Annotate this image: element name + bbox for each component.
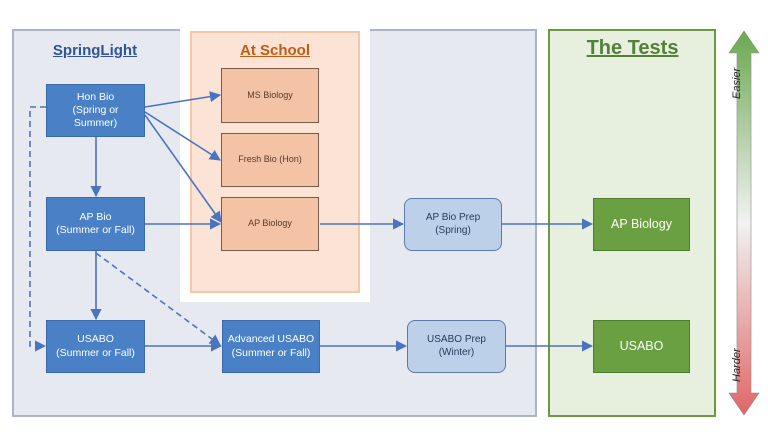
- ms-biology-box: MS Biology: [221, 68, 319, 123]
- tests-title: The Tests: [586, 37, 679, 59]
- ap-biology-school-box: AP Biology: [221, 197, 319, 251]
- fresh-bio-box: Fresh Bio (Hon): [221, 133, 319, 187]
- usabo-prep-box: USABO Prep (Winter): [407, 320, 506, 373]
- springlight-title: SpringLight: [52, 42, 138, 59]
- easier-label: Easier: [731, 67, 743, 99]
- ap-bio-prep-box: AP Bio Prep (Spring): [404, 198, 502, 251]
- ap-bio-box: AP Bio (Summer or Fall): [46, 197, 145, 251]
- at-school-title: At School: [240, 42, 310, 59]
- difficulty-scale: [727, 29, 761, 417]
- harder-label: Harder: [731, 348, 743, 382]
- advanced-usabo-box: Advanced USABO (Summer or Fall): [222, 320, 320, 373]
- test-ap-biology-box: AP Biology: [593, 198, 690, 251]
- usabo-box: USABO (Summer or Fall): [46, 320, 145, 373]
- hon-bio-box: Hon Bio (Spring or Summer): [46, 84, 145, 137]
- difficulty-scale-arrow: [728, 30, 760, 416]
- test-usabo-box: USABO: [593, 320, 690, 373]
